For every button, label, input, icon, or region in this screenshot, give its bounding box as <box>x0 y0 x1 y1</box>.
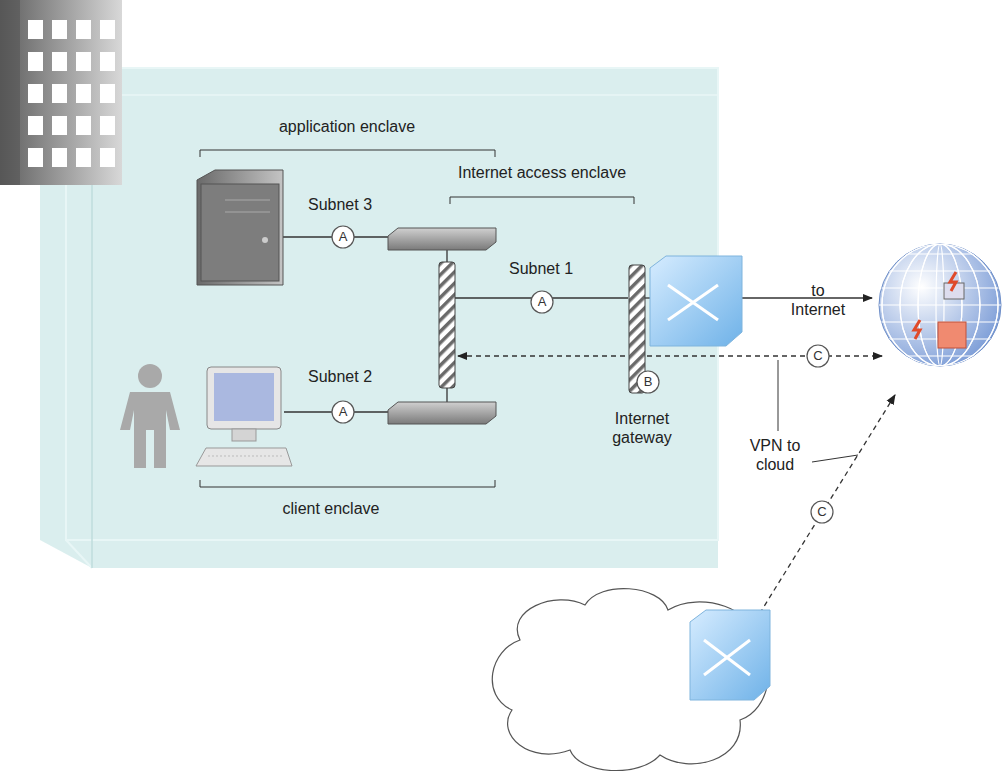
enclave-label: client enclave <box>221 499 441 518</box>
building-window <box>76 52 91 71</box>
building-window <box>100 52 115 71</box>
callout-circle <box>332 226 833 523</box>
building-window <box>100 84 115 103</box>
building-window <box>76 20 91 39</box>
building-window <box>52 84 67 103</box>
subnet-label: Subnet 2 <box>290 367 390 386</box>
enclave-label: application enclave <box>237 117 457 136</box>
building-window <box>52 116 67 135</box>
callout-letter: A <box>333 405 353 419</box>
building-window <box>76 84 91 103</box>
callout-letter: B <box>638 375 658 389</box>
subnet-label: Subnet 3 <box>290 195 390 214</box>
callout-letter: C <box>812 505 832 519</box>
cloud-region <box>492 589 770 771</box>
enclave-bracket <box>200 150 634 487</box>
server-tower <box>197 170 283 285</box>
subnet-label: Subnet 1 <box>491 259 591 278</box>
router-cube <box>650 256 742 346</box>
globe-meridian <box>882 244 998 366</box>
building-window <box>28 20 43 39</box>
globe-parallel <box>870 304 1003 305</box>
user-figure <box>120 364 180 468</box>
workstation <box>196 367 292 466</box>
building-window <box>100 148 115 167</box>
building-window <box>52 20 67 39</box>
building-window <box>28 84 43 103</box>
device-label: Internet gateway <box>597 409 687 447</box>
callout-letter: C <box>808 349 828 363</box>
building-window <box>100 116 115 135</box>
globe-parallel <box>870 253 1003 254</box>
building-window <box>28 116 43 135</box>
link-label: VPN to cloud <box>740 436 810 474</box>
network-switch <box>388 228 496 424</box>
building-window <box>52 148 67 167</box>
building-window <box>100 20 115 39</box>
internet-globe <box>870 244 1003 366</box>
building-window <box>28 52 43 71</box>
callout-letter: A <box>333 230 353 244</box>
globe-parallel <box>870 355 1003 356</box>
building-window <box>52 52 67 71</box>
globe-parallel <box>870 338 1003 339</box>
building-icon <box>0 0 122 185</box>
building-window <box>28 148 43 167</box>
building-window <box>76 116 91 135</box>
vpn-tunnel <box>458 356 895 642</box>
building-window <box>76 148 91 167</box>
enclave-label: Internet access enclave <box>427 163 657 182</box>
globe-parallel <box>870 321 1003 322</box>
callout-letter: A <box>532 295 552 309</box>
site-room <box>40 68 718 568</box>
globe-meridian <box>900 244 980 366</box>
link-label: to Internet <box>783 281 853 319</box>
